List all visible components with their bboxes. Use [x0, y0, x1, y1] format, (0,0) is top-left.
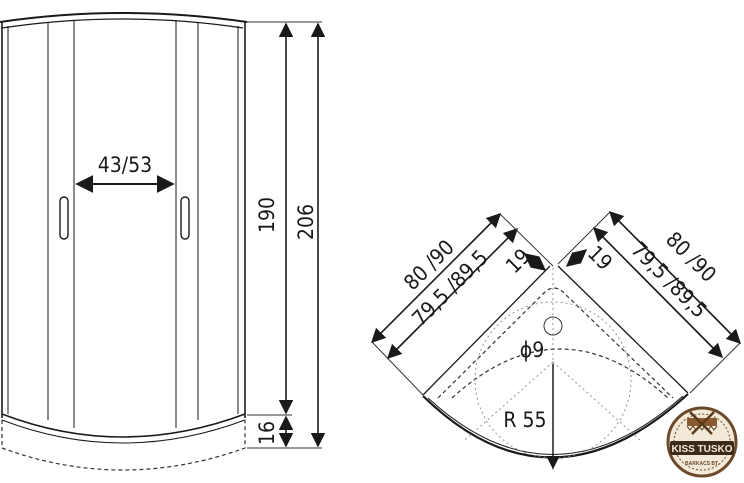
tray-outline-dashed — [1, 420, 246, 471]
cabin-arch-top-inner — [1, 18, 244, 29]
corner-gap-left-line — [523, 253, 547, 271]
door-handle-left — [59, 196, 69, 240]
guide-right — [552, 361, 641, 441]
height-label: 190 — [255, 197, 279, 233]
door-gap-label: 43/53 — [98, 153, 152, 177]
tray-inner-dashed — [437, 287, 674, 399]
outer-width-left-line — [370, 212, 502, 344]
logo-brand-text: KISS TUSKO — [671, 444, 732, 455]
inner-width-left-line — [386, 227, 519, 360]
ext-left-a — [371, 341, 424, 396]
ext-right-b — [689, 342, 741, 394]
front-view: 43/53 190 206 16 — [0, 12, 326, 471]
tray-basin-dashed — [451, 348, 669, 399]
tray-front-arc-inner — [427, 395, 684, 455]
base-height-label: 16 — [255, 421, 279, 445]
basin-circle — [474, 301, 632, 459]
drain-label: ϕ9 — [520, 338, 544, 362]
logo-tagline-text: BARKACS BT. — [685, 461, 720, 467]
corner-gap-left-label: 19 — [501, 244, 535, 278]
drain-circle — [543, 316, 563, 336]
brand-logo: KISS TUSKO BARKACS BT. — [666, 406, 738, 478]
cabin-arch-top — [0, 12, 248, 23]
saw-icon — [686, 418, 718, 431]
total-height-label: 206 — [294, 204, 318, 240]
inner-width-right-line — [592, 226, 724, 359]
corner-gap-right-line — [565, 249, 588, 267]
logo-banner — [670, 441, 734, 455]
door-handle-right — [180, 196, 190, 240]
cabin-bottom-curve — [1, 413, 246, 438]
hammer-icon — [689, 411, 715, 435]
cabin-bottom-curve-inner — [1, 419, 246, 444]
radius-label: R 55 — [503, 408, 546, 432]
